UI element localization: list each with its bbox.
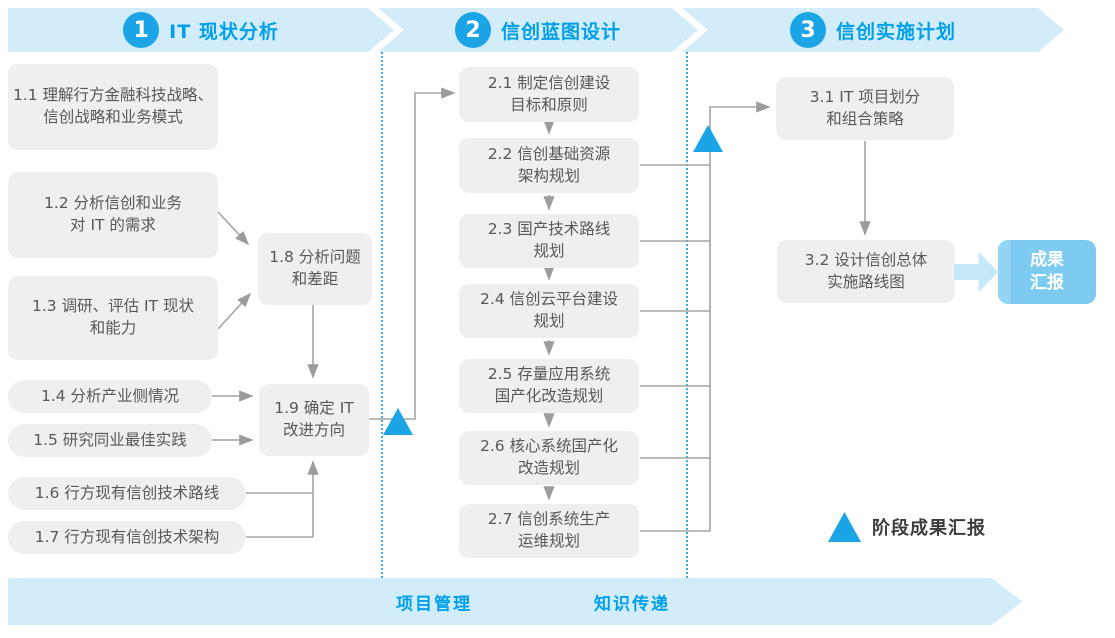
- step-label-1-6: 1.6 行方现有信创技术路线: [34, 483, 220, 502]
- arrow-1-2-to-1-8: [217, 211, 250, 246]
- step-label-2-3: 2.3 国产技术路线 规划: [487, 220, 611, 260]
- step-box-1-3: 1.3 调研、评估 IT 现状 和能力: [8, 276, 218, 360]
- arrow-collector-to-3-1: [709, 101, 771, 531]
- result-box: 成果 汇报: [998, 240, 1096, 304]
- step-box-1-4: 1.4 分析产业侧情况: [8, 380, 212, 413]
- phase-3-title: 信创实施计划: [835, 20, 956, 43]
- legend: 阶段成果汇报: [828, 512, 986, 542]
- step-box-1-6: 1.6 行方现有信创技术路线: [8, 477, 246, 510]
- milestone-triangle-phase-2-icon: [693, 125, 723, 152]
- step-label-1-8: 1.8 分析问题 和差距: [269, 248, 361, 288]
- step-label-2-4: 2.4 信创云平台建设 规划: [479, 290, 619, 330]
- step-box-3-2: 3.2 设计信创总体 实施路线图: [777, 240, 955, 303]
- step-label-2-7: 2.7 信创系统生产 运维规划: [487, 510, 611, 550]
- phase-boundary-dotted-line-2: [686, 52, 688, 578]
- step-box-2-5: 2.5 存量应用系统 国产化改造规划: [459, 359, 639, 413]
- phase-boundary-dotted-line-1: [381, 52, 383, 578]
- phase-2-header-band: 2 信创蓝图设计: [378, 8, 698, 52]
- step-box-1-2: 1.2 分析信创和业务 对 IT 的需求: [8, 172, 218, 258]
- result-fat-arrow-icon: [954, 252, 998, 292]
- step-label-1-4: 1.4 分析产业侧情况: [40, 386, 180, 405]
- phase-3-header-band: 3 信创实施计划: [682, 8, 1064, 52]
- milestone-triangle-legend-icon: [828, 512, 861, 542]
- step-box-2-2: 2.2 信创基础资源 架构规划: [459, 138, 639, 193]
- step-box-2-3: 2.3 国产技术路线 规划: [459, 214, 639, 268]
- step-box-2-7: 2.7 信创系统生产 运维规划: [459, 504, 639, 558]
- step-label-1-2: 1.2 分析信创和业务 对 IT 的需求: [43, 194, 183, 234]
- step-box-1-7: 1.7 行方现有信创技术架构: [8, 521, 246, 554]
- step-box-1-8: 1.8 分析问题 和差距: [258, 233, 372, 305]
- step-label-3-2: 3.2 设计信创总体 实施路线图: [804, 250, 928, 291]
- step-label-1-1: 1.1 理解行方金融科技战略、 信创战略和业务模式: [12, 86, 214, 126]
- result-label: 成果 汇报: [1030, 250, 1064, 293]
- step-label-2-6: 2.6 核心系统国产化 改造规划: [479, 437, 619, 477]
- phase-1-header-band: 1 IT 现状分析: [8, 8, 394, 52]
- step-box-3-1: 3.1 IT 项目划分 和组合策略: [776, 77, 954, 140]
- legend-label: 阶段成果汇报: [872, 518, 986, 539]
- step-label-3-1: 3.1 IT 项目划分 和组合策略: [809, 87, 921, 128]
- step-box-1-1: 1.1 理解行方金融科技战略、 信创战略和业务模式: [8, 64, 218, 150]
- step-label-1-5: 1.5 研究同业最佳实践: [33, 430, 187, 449]
- step-box-1-5: 1.5 研究同业最佳实践: [8, 424, 212, 457]
- step-label-1-9: 1.9 确定 IT 改进方向: [274, 399, 354, 439]
- step-box-2-6: 2.6 核心系统国产化 改造规划: [459, 431, 639, 485]
- step-box-1-9: 1.9 确定 IT 改进方向: [259, 384, 369, 456]
- phase-3-number-badge: 3: [790, 12, 826, 48]
- step-label-2-1: 2.1 制定信创建设 目标和原则: [487, 73, 611, 114]
- bottom-band: 项目管理 知识传递: [8, 578, 1022, 625]
- bottom-label-knowledge-transfer: 知识传递: [594, 594, 670, 614]
- phase-1-title: IT 现状分析: [169, 20, 279, 43]
- milestone-triangle-phase-1-icon: [383, 408, 413, 435]
- step-label-2-5: 2.5 存量应用系统 国产化改造规划: [487, 365, 611, 405]
- phase-2-title: 信创蓝图设计: [500, 20, 621, 43]
- step-label-2-2: 2.2 信创基础资源 架构规划: [487, 144, 611, 185]
- step-box-2-4: 2.4 信创云平台建设 规划: [459, 284, 639, 338]
- step-box-2-1: 2.1 制定信创建设 目标和原则: [459, 67, 639, 122]
- arrow-1-3-to-1-8: [217, 292, 252, 330]
- step-label-1-7: 1.7 行方现有信创技术架构: [34, 527, 220, 546]
- step-label-1-3: 1.3 调研、评估 IT 现状 和能力: [32, 297, 194, 337]
- bottom-label-project-management: 项目管理: [396, 594, 472, 614]
- phase-1-number-badge: 1: [123, 12, 159, 48]
- phase-2-number-badge: 2: [455, 12, 491, 48]
